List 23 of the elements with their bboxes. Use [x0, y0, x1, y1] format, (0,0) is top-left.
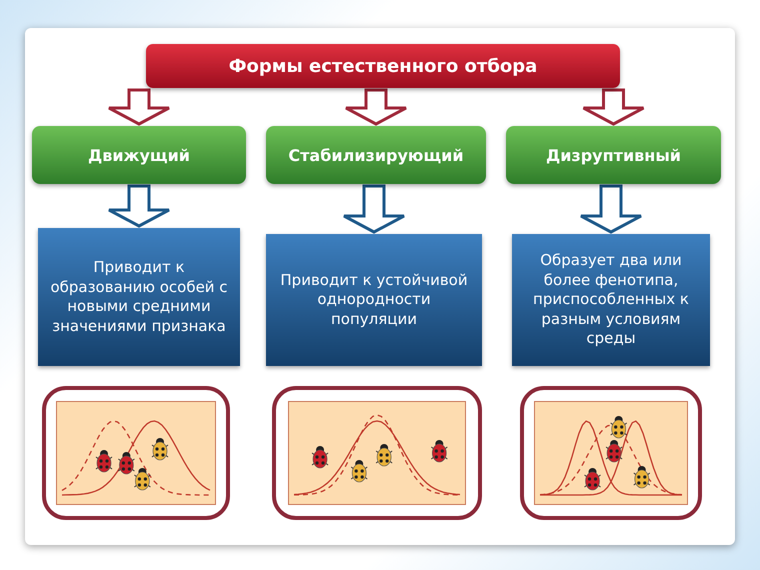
- block-arrow: [108, 88, 170, 126]
- title-box: [146, 44, 620, 88]
- picture-frame: [272, 386, 482, 520]
- block-arrow: [580, 184, 642, 234]
- heading-text: Движущий: [88, 146, 190, 164]
- category-box: [506, 126, 721, 184]
- description-text: Приводит к устойчивой однородности популяции: [279, 270, 469, 330]
- description-text: Образует два или более фенотипа, приспособленных к разным условиям среды: [532, 251, 690, 349]
- description-box: [266, 234, 482, 366]
- block-arrow: [582, 88, 645, 126]
- description-box: [38, 228, 240, 366]
- picture-frame: [42, 386, 230, 520]
- category-box: [32, 126, 246, 184]
- heading-text: Формы естественного отбора: [228, 56, 538, 76]
- block-arrow: [342, 184, 406, 234]
- picture-frame: [520, 386, 702, 520]
- description-text: Приводит к образованию особей с новыми средними значениями признака: [49, 258, 229, 336]
- heading-text: Дизруптивный: [546, 146, 682, 164]
- block-arrow: [108, 184, 170, 228]
- block-arrow: [344, 88, 408, 126]
- heading-text: Стабилизирующий: [288, 146, 464, 164]
- category-box: [266, 126, 486, 184]
- description-box: [512, 234, 710, 366]
